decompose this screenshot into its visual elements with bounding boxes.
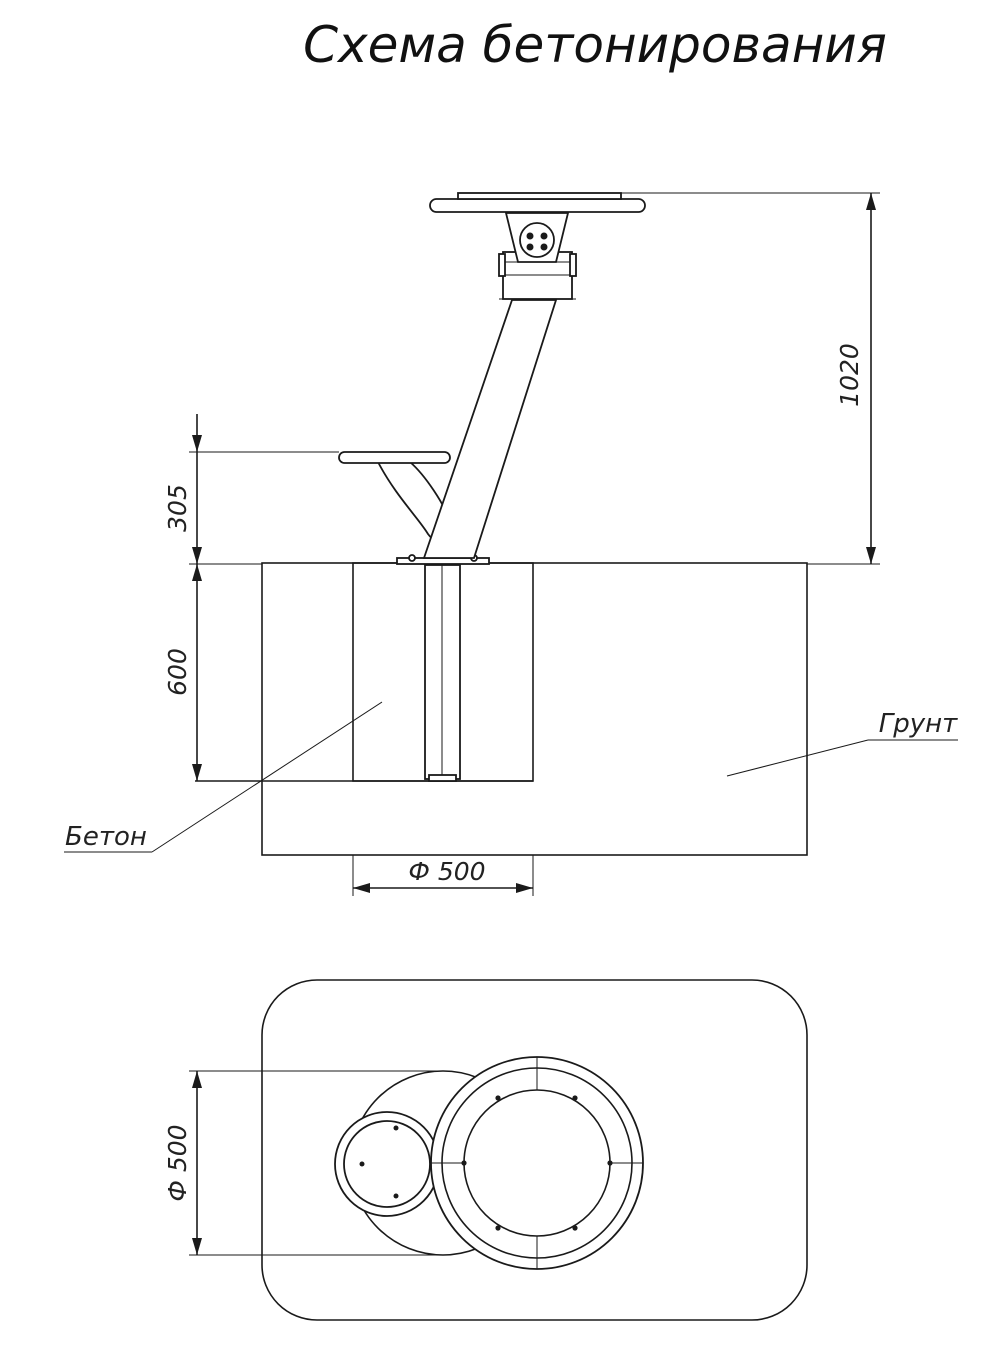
disc-bolt [572, 1225, 578, 1231]
soil-leader-line [726, 739, 869, 777]
side-elevation-view: 1020 305 600 Ф 500 Грунт Бетон [64, 192, 958, 896]
lower-seat [338, 451, 451, 464]
drawing-title: Схема бетонирования [303, 16, 887, 74]
housing-clamp-right [569, 253, 577, 277]
arrow-head [353, 883, 370, 893]
soil-label: Грунт [879, 709, 958, 739]
seat-bolt [359, 1161, 365, 1167]
disc-bolt [495, 1095, 501, 1101]
arrow-head [192, 564, 202, 581]
housing-clamp-left [498, 253, 506, 277]
dimension-1020-label: 1020 [835, 343, 864, 407]
disc-bolt [607, 1160, 613, 1166]
flange-bolt [408, 554, 416, 562]
seat-bolt [393, 1193, 399, 1199]
top-disc-plate [457, 192, 622, 200]
arrow-head [192, 547, 202, 564]
dimension-diameter-side-label: Ф 500 [408, 857, 485, 886]
arrow-head [192, 764, 202, 781]
arrow-head [516, 883, 533, 893]
dimension-600-label: 600 [163, 648, 192, 696]
dimension-305-label: 305 [163, 484, 192, 532]
soil-block [261, 562, 808, 856]
arrow-head [866, 547, 876, 564]
post-foot [428, 774, 457, 782]
hub-bolt [526, 243, 534, 251]
concrete-leader-line [151, 701, 383, 853]
disc-bolt [572, 1095, 578, 1101]
disc-bolt [461, 1160, 467, 1166]
hub-bolt [540, 232, 548, 240]
hub-circle [519, 222, 555, 258]
plan-outline [261, 979, 808, 1321]
arrow-head [192, 1238, 202, 1255]
dimension-diameter-plan-label: Ф 500 [163, 1124, 192, 1201]
disc-bolt [495, 1225, 501, 1231]
seat-circle-inner [343, 1120, 431, 1208]
hub-bolt [526, 232, 534, 240]
main-inclined-tube [422, 299, 558, 559]
seat-bolt [393, 1125, 399, 1131]
hub-bolt [540, 243, 548, 251]
arrow-head [866, 193, 876, 210]
arrow-head [192, 1071, 202, 1088]
arrow-head [192, 435, 202, 452]
top-disc [429, 198, 646, 213]
plan-view: Ф 500 [163, 979, 808, 1321]
concrete-label: Бетон [65, 822, 147, 852]
